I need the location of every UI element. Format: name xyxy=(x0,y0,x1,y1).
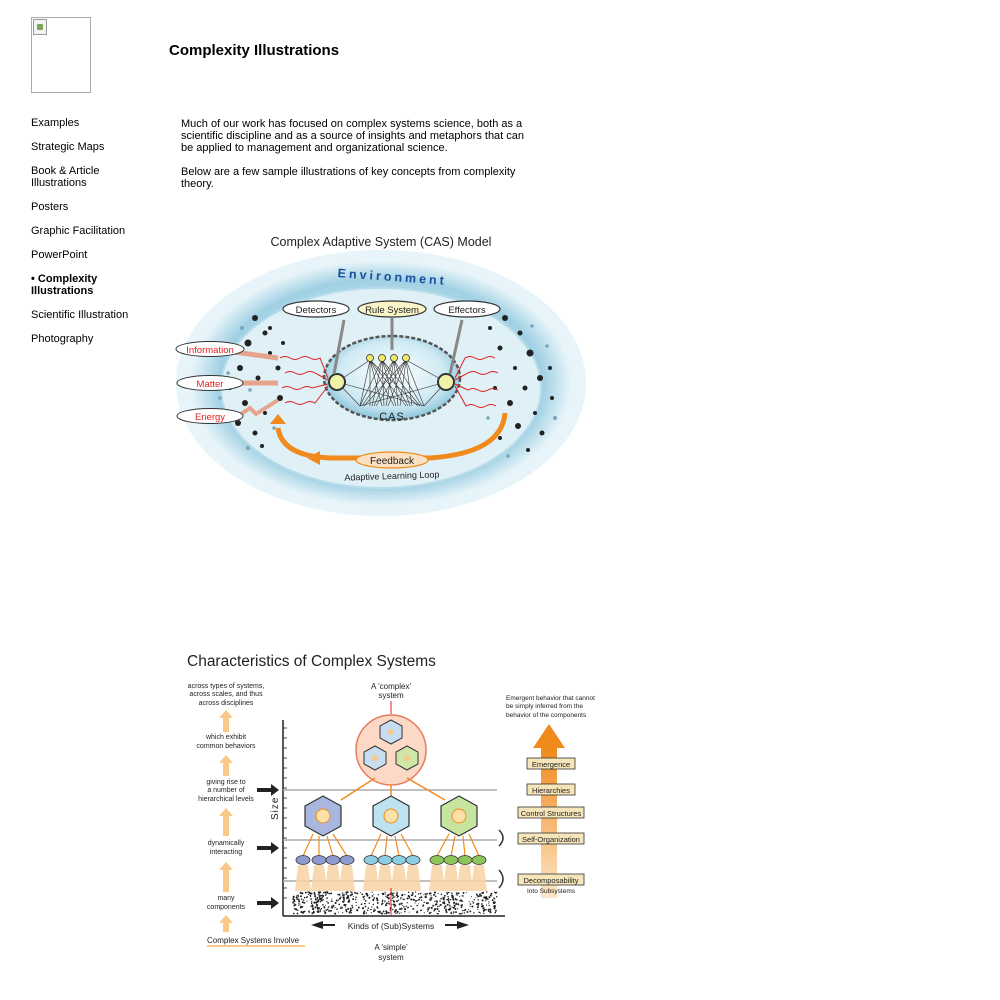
complex-label-1: A 'complex' xyxy=(371,682,411,691)
top-subsystems xyxy=(363,719,419,771)
energy-label-box xyxy=(176,408,244,424)
detectors-connector xyxy=(332,319,346,375)
energy-arrow xyxy=(236,398,280,418)
rule-system-label: Rule System xyxy=(365,305,419,316)
feedback-label: Feedback xyxy=(370,456,415,467)
decomposability-label: Decomposability xyxy=(523,876,578,885)
complex-systems-illustration: Characteristics of Complex Systems acros… xyxy=(187,653,595,962)
complex-systems-involve: Complex Systems Involve xyxy=(207,936,300,945)
left-line-4: which exhibit xyxy=(205,734,246,741)
self-organization-label: Self-Organization xyxy=(522,835,580,844)
simple-label-2: system xyxy=(378,953,404,962)
effectors-label: Effectors xyxy=(448,305,486,316)
particle-field xyxy=(292,891,498,915)
left-line-8: hierarchical levels xyxy=(198,796,254,803)
nav-examples[interactable]: Examples xyxy=(31,117,80,129)
component-ellipses xyxy=(295,855,487,865)
right-particles-light xyxy=(486,324,557,458)
left-particles-light xyxy=(218,326,276,450)
level-arrows xyxy=(257,784,279,909)
left-line-2: across scales, and thus xyxy=(189,691,263,698)
information-label-box xyxy=(175,341,245,357)
intro-paragraph-1: Much of our work has focused on complex … xyxy=(181,118,525,154)
left-line-3: across disciplines xyxy=(199,700,254,707)
left-line-7: a number of xyxy=(207,787,244,794)
cas-title: Complex Adaptive System (CAS) Model xyxy=(271,235,492,249)
nav-strategic-maps[interactable]: Strategic Maps xyxy=(31,141,105,153)
nav-graphic-facilitation[interactable]: Graphic Facilitation xyxy=(31,225,126,237)
left-column-arrows xyxy=(219,710,233,932)
cas-center-label: CAS xyxy=(379,411,405,423)
information-label: Information xyxy=(186,345,234,356)
feedback-loop xyxy=(275,412,508,461)
complex-label-2: system xyxy=(378,691,404,700)
output-waves xyxy=(454,356,499,408)
mid-connectors xyxy=(302,833,480,857)
neural-network xyxy=(336,359,447,407)
left-line-11: many xyxy=(217,895,235,902)
nav-photography[interactable]: Photography xyxy=(31,333,94,345)
emergent-line-2: be simply inferred from the xyxy=(506,703,583,710)
left-particles xyxy=(223,315,285,448)
cs-title: Characteristics of Complex Systems xyxy=(187,653,436,670)
broken-image-icon xyxy=(33,19,47,35)
left-line-1: across types of systems, xyxy=(188,683,265,690)
kinds-arrows xyxy=(311,921,469,929)
right-column-labels: Emergence Hierarchies Control Structures… xyxy=(517,757,585,895)
right-particles xyxy=(488,315,554,452)
cas-model-illustration: Complex Adaptive System (CAS) Model Envi… xyxy=(175,235,586,516)
page-title: Complexity Illustrations xyxy=(169,42,340,59)
effector-node xyxy=(437,373,455,391)
left-line-5: common behaviors xyxy=(196,743,256,750)
nav-scientific-illustration[interactable]: Scientific Illustration xyxy=(31,309,129,321)
sidebar-nav: Examples Strategic Maps Book & Article I… xyxy=(31,117,141,357)
hierarchies-label: Hierarchies xyxy=(532,786,570,795)
intro-text: Much of our work has focused on complex … xyxy=(181,118,531,202)
nav-complexity-illustrations[interactable]: • Complexity Illustrations xyxy=(31,273,98,297)
logo-image[interactable] xyxy=(31,17,91,93)
emergent-line-3: behavior of the components xyxy=(506,712,587,719)
left-line-9: dynamically xyxy=(208,840,245,847)
nav-posters[interactable]: Posters xyxy=(31,201,69,213)
information-arrow xyxy=(233,349,279,361)
mid-subsystems xyxy=(304,795,478,837)
size-axis-ticks xyxy=(283,727,287,899)
control-structures-label: Control Structures xyxy=(521,809,582,818)
emergent-line-1: Emergent behavior that cannot xyxy=(506,695,595,702)
rule-system-label-box xyxy=(357,300,427,318)
decomp-bracket xyxy=(498,869,504,889)
into-subsystems-label: Into Subsystems xyxy=(527,888,576,895)
feedback-label-box xyxy=(355,451,429,469)
kinds-label: Kinds of (Sub)Systems xyxy=(348,921,434,931)
matter-label-box xyxy=(176,375,244,391)
input-waves xyxy=(279,356,329,405)
network-nodes xyxy=(366,354,410,362)
component-beams xyxy=(295,865,487,891)
self-org-bracket xyxy=(498,829,504,847)
simple-label-1: A 'simple' xyxy=(374,943,408,952)
intro-paragraph-2: Below are a few sample illustrations of … xyxy=(181,166,516,190)
feedback-arrowhead-2 xyxy=(307,451,320,465)
detectors-label: Detectors xyxy=(296,305,337,316)
emergence-arrow-head xyxy=(533,724,565,748)
adaptive-loop-label: Adaptive Learning Loop xyxy=(344,469,439,482)
detectors-label-box xyxy=(282,300,350,318)
left-line-12: components xyxy=(207,904,246,911)
matter-label: Matter xyxy=(197,379,224,390)
energy-label: Energy xyxy=(195,412,225,423)
effectors-connector xyxy=(448,319,464,375)
left-line-10: interacting xyxy=(210,849,242,856)
effectors-label-box xyxy=(433,300,501,318)
detector-node xyxy=(328,373,346,391)
emergence-label: Emergence xyxy=(532,760,570,769)
left-line-6: giving rise to xyxy=(206,779,245,786)
feedback-arrowhead xyxy=(270,414,286,424)
nav-powerpoint[interactable]: PowerPoint xyxy=(31,249,88,261)
nav-book-article-illustrations[interactable]: Book & Article Illustrations xyxy=(31,165,100,189)
left-column-text: across types of systems, across scales, … xyxy=(188,683,265,911)
size-axis-label: Size xyxy=(270,797,281,820)
